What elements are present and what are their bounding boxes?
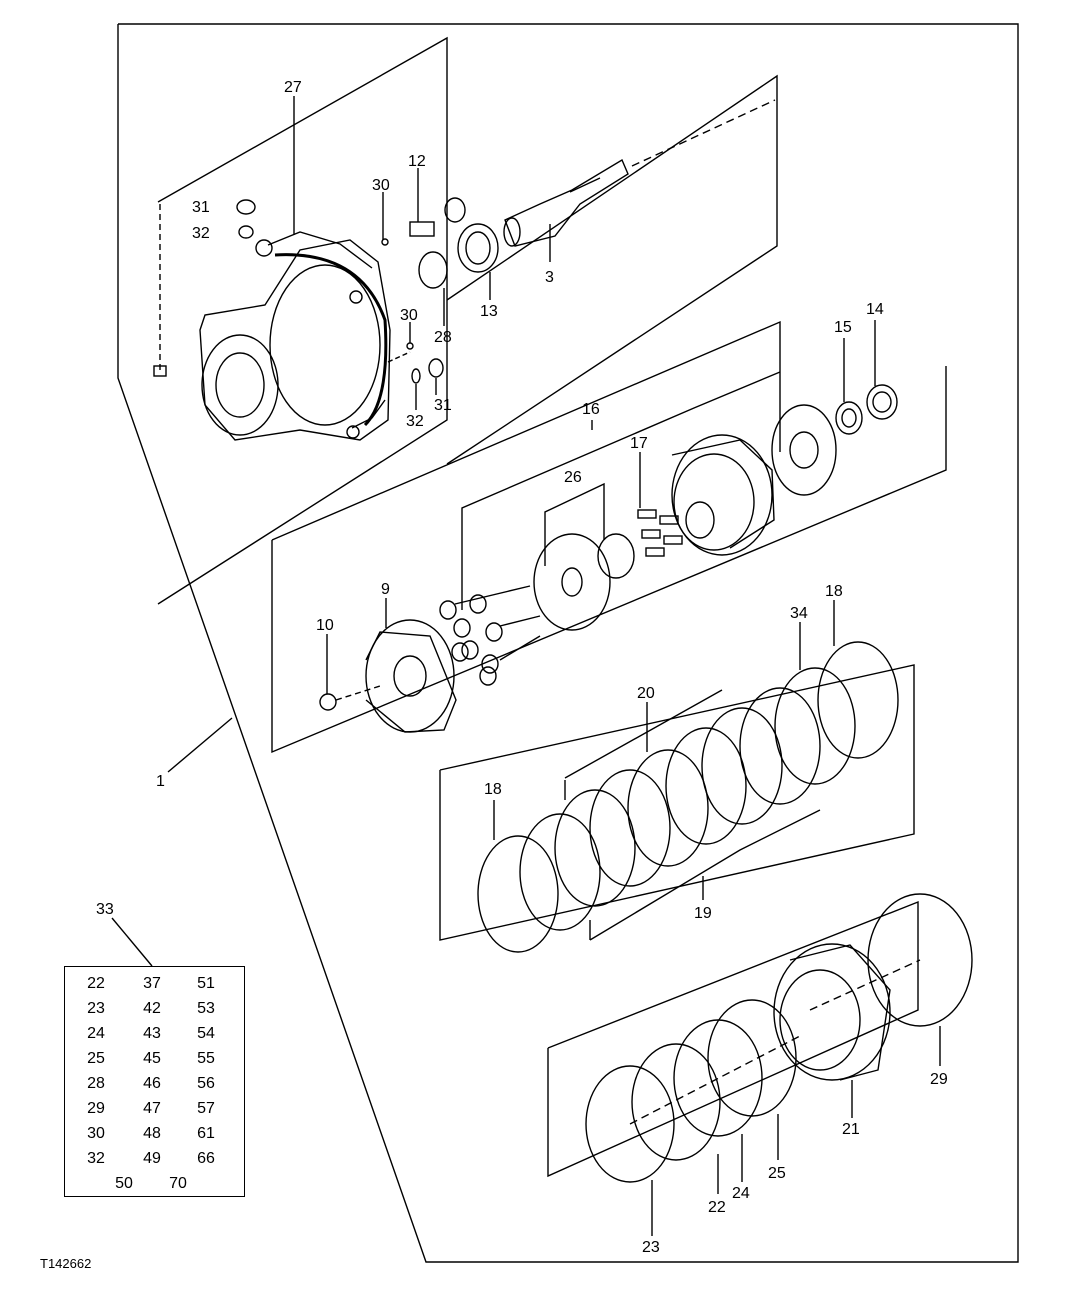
o-ring-icon (238, 225, 254, 239)
callout-29: 29 (930, 1071, 948, 1088)
figure-id: T142662 (40, 1256, 92, 1271)
pin-icon (406, 342, 414, 350)
callout-25: 25 (768, 1165, 786, 1182)
callout-24: 24 (732, 1185, 750, 1202)
kit-cell: 51 (197, 975, 215, 992)
callout-28: 28 (434, 329, 452, 346)
callout-32: 32 (406, 413, 424, 430)
kit-contents-table: 22 37 51 23 42 53 24 43 54 25 45 55 28 4… (64, 966, 245, 1197)
kit-cell: 29 (87, 1100, 105, 1117)
callout-19: 19 (694, 905, 712, 922)
leader-1 (167, 717, 233, 773)
bearing-icon (866, 384, 898, 420)
brake-piston (773, 943, 891, 1081)
callout-30: 30 (372, 177, 390, 194)
callout-12: 12 (408, 153, 426, 170)
housing-group-bracket (157, 36, 448, 605)
spherical-bushing-icon (597, 533, 635, 579)
kit-cell: 30 (87, 1125, 105, 1142)
kit-cell: 49 (143, 1150, 161, 1167)
kit-cell: 45 (143, 1050, 161, 1067)
ring-icon (835, 401, 863, 435)
kit-cell: 47 (143, 1100, 161, 1117)
callout-23: 23 (642, 1239, 660, 1256)
kit-cell: 50 (115, 1175, 133, 1192)
callout-10: 10 (316, 617, 334, 634)
callout-32: 32 (192, 225, 210, 242)
kit-cell: 55 (197, 1050, 215, 1067)
backup-ring-icon (631, 1043, 721, 1161)
valve-plate-icon (771, 404, 837, 496)
callout-26: 26 (564, 469, 582, 486)
o-ring-icon (411, 368, 421, 384)
pin-icon (381, 238, 389, 246)
callout-20: 20 (637, 685, 655, 702)
seal-icon (867, 893, 973, 1027)
springs-group (637, 509, 683, 557)
callout-31: 31 (434, 397, 452, 414)
spring-icon (409, 221, 435, 237)
kit-cell: 70 (169, 1175, 187, 1192)
callout-15: 15 (834, 319, 852, 336)
kit-cell: 53 (197, 1000, 215, 1017)
kit-cell: 48 (143, 1125, 161, 1142)
valve-plate (365, 619, 457, 733)
callout-34: 34 (790, 605, 808, 622)
cylinder-block (671, 434, 775, 556)
callout-18: 18 (484, 781, 502, 798)
cap-plug-icon (236, 199, 256, 215)
leader-33 (111, 917, 153, 967)
oil-seal-icon (418, 251, 448, 289)
kit-cell: 42 (143, 1000, 161, 1017)
kit-cell: 61 (197, 1125, 215, 1142)
retainer-plate-icon (533, 533, 611, 631)
kit-cell: 23 (87, 1000, 105, 1017)
kit-cell: 54 (197, 1025, 215, 1042)
callout-31: 31 (192, 199, 210, 216)
assembly-boundary (117, 23, 1019, 1263)
rotating-group-bracket-lower (271, 366, 947, 754)
kit-cell: 56 (197, 1075, 215, 1092)
callout-1: 1 (156, 773, 165, 790)
kit-cell: 32 (87, 1150, 105, 1167)
ball-icon (319, 693, 337, 711)
bushing-icon (444, 197, 466, 223)
bearing-icon (457, 223, 499, 273)
o-ring-icon (673, 1019, 763, 1137)
callout-17: 17 (630, 435, 648, 452)
callout-9: 9 (381, 581, 390, 598)
plug-icon (153, 365, 167, 377)
callout-3: 3 (545, 269, 554, 286)
rotating-group-bracket (271, 320, 781, 541)
kit-cell: 22 (87, 975, 105, 992)
callout-14: 14 (866, 301, 884, 318)
callout-21: 21 (842, 1121, 860, 1138)
kit-cell: 66 (197, 1150, 215, 1167)
kit-cell: 46 (143, 1075, 161, 1092)
o-ring-icon (585, 1065, 675, 1183)
kit-cell: 57 (197, 1100, 215, 1117)
plug-icon (428, 358, 444, 378)
kit-cell: 43 (143, 1025, 161, 1042)
backup-ring-icon (707, 999, 797, 1117)
callout-16: 16 (582, 401, 600, 418)
piston-set (439, 585, 541, 686)
callout-18: 18 (825, 583, 843, 600)
callout-22: 22 (708, 1199, 726, 1216)
kit-cell: 37 (143, 975, 161, 992)
kit-cell: 28 (87, 1075, 105, 1092)
motor-housing (199, 231, 391, 441)
shaft-group-bracket (446, 74, 778, 465)
friction-disc-pack (477, 641, 899, 953)
kit-cell: 24 (87, 1025, 105, 1042)
drive-shaft (503, 99, 776, 247)
disc-pack-bracket (439, 664, 915, 941)
callout-30: 30 (400, 307, 418, 324)
kit-cell: 25 (87, 1050, 105, 1067)
callout-33: 33 (96, 901, 114, 918)
callout-27: 27 (284, 79, 302, 96)
callout-13: 13 (480, 303, 498, 320)
piston-group-bracket (547, 900, 919, 1178)
